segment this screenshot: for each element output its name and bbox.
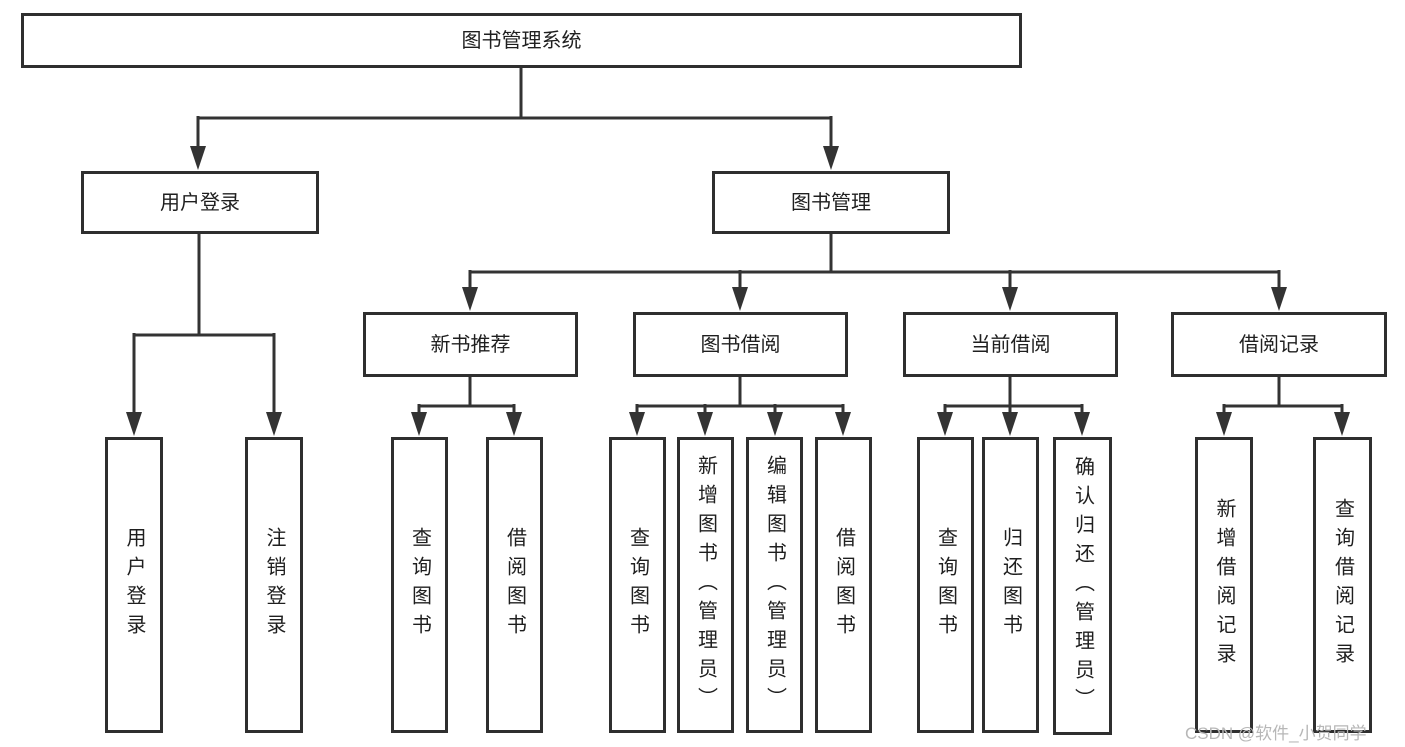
node-new-book-recommend: 新书推荐 <box>363 312 578 377</box>
leaf-add-books-admin-label: 新增图书（管理员） <box>694 454 717 716</box>
connector-current-borrow <box>943 376 1084 417</box>
leaf-add-borrow-record-label: 新增借阅记录 <box>1213 498 1235 672</box>
node-root-label: 图书管理系统 <box>461 29 582 52</box>
node-new-book-recommend-label: 新书推荐 <box>430 333 511 356</box>
leaf-query-borrow-record-label: 查询借阅记录 <box>1331 498 1354 672</box>
leaf-edit-books-admin-label: 编辑图书（管理员） <box>763 454 786 716</box>
connector-user-login <box>132 233 276 417</box>
leaf-logout: 注销登录 <box>245 437 303 733</box>
node-book-borrow-label: 图书借阅 <box>700 333 781 356</box>
leaf-confirm-return-admin-label: 确认归还（管理员） <box>1071 455 1094 717</box>
node-book-management-label: 图书管理 <box>791 191 871 214</box>
leaf-return-books-label: 归还图书 <box>999 527 1022 643</box>
leaf-query-books-recommend: 查询图书 <box>391 437 448 733</box>
leaf-user-login: 用户登录 <box>105 437 163 733</box>
node-borrow-records: 借阅记录 <box>1171 312 1387 377</box>
leaf-logout-label: 注销登录 <box>263 527 285 643</box>
leaf-query-borrow-record: 查询借阅记录 <box>1313 437 1372 733</box>
node-current-borrow-label: 当前借阅 <box>970 333 1051 356</box>
csdn-watermark: CSDN @软件_小贺同学 <box>1185 724 1367 743</box>
leaf-query-books-current: 查询图书 <box>917 437 974 733</box>
connector-book-management <box>468 233 1281 291</box>
leaf-borrow-books-recommend: 借阅图书 <box>486 437 543 733</box>
leaf-borrow-books: 借阅图书 <box>815 437 872 733</box>
leaf-query-books-recommend-label: 查询图书 <box>408 527 431 643</box>
node-root: 图书管理系统 <box>21 13 1022 68</box>
leaf-confirm-return-admin: 确认归还（管理员） <box>1053 437 1112 735</box>
connector-root <box>196 67 833 151</box>
leaf-borrow-books-label: 借阅图书 <box>832 527 855 643</box>
node-current-borrow: 当前借阅 <box>903 312 1118 377</box>
leaf-borrow-books-recommend-label: 借阅图书 <box>503 527 526 643</box>
leaf-edit-books-admin: 编辑图书（管理员） <box>746 437 803 733</box>
leaf-return-books: 归还图书 <box>982 437 1039 733</box>
leaf-query-books-current-label: 查询图书 <box>934 527 957 643</box>
node-book-management: 图书管理 <box>712 171 950 234</box>
connector-book-borrow <box>635 376 845 417</box>
leaf-query-books-borrow: 查询图书 <box>609 437 666 733</box>
leaf-user-login-label: 用户登录 <box>123 527 145 643</box>
node-borrow-records-label: 借阅记录 <box>1239 333 1319 356</box>
node-user-login: 用户登录 <box>81 171 319 234</box>
connector-new-book <box>417 376 516 417</box>
leaf-add-borrow-record: 新增借阅记录 <box>1195 437 1253 733</box>
arrowheads <box>126 146 1350 436</box>
node-book-borrow: 图书借阅 <box>633 312 848 377</box>
leaf-query-books-borrow-label: 查询图书 <box>626 527 649 643</box>
connector-borrow-records <box>1222 376 1344 417</box>
leaf-add-books-admin: 新增图书（管理员） <box>677 437 734 733</box>
node-user-login-label: 用户登录 <box>160 191 240 214</box>
